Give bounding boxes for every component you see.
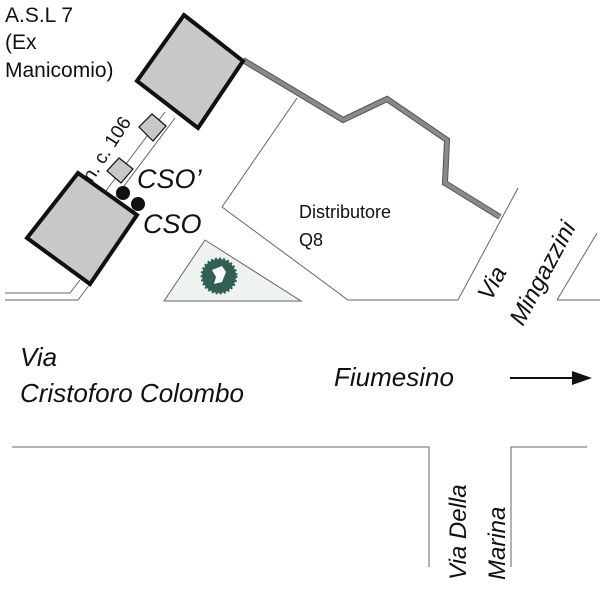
cso-prime-label: CSO’ xyxy=(137,164,203,194)
marker-dot-cso xyxy=(131,197,145,211)
via-della-marina-label-2: Marina xyxy=(484,507,511,580)
asl-label-1: A.S.L 7 xyxy=(5,4,73,27)
building-small-1 xyxy=(138,113,167,142)
building-lower xyxy=(24,170,140,287)
via-della-marina-label-1: Via Della xyxy=(445,484,472,580)
tree-icon xyxy=(200,257,238,295)
cso-label: CSO xyxy=(143,209,202,239)
fiumesino-label: Fiumesino xyxy=(334,362,454,392)
distributore-label: Distributore xyxy=(299,202,391,222)
q8-label: Q8 xyxy=(299,230,323,250)
via-colombo-label-1: Via xyxy=(20,342,57,372)
via-mingazzini-label-1: Via xyxy=(472,262,512,305)
asl-label-3: Manicomio) xyxy=(5,59,114,82)
arrow-right-icon xyxy=(510,371,592,385)
building-asl xyxy=(134,12,246,131)
asl-label-2: (Ex xyxy=(5,31,37,54)
building-small-2 xyxy=(106,157,134,184)
marker-dot-cso-prime xyxy=(116,186,130,200)
via-mingazzini-label-2: Mingazzini xyxy=(504,216,581,329)
via-colombo-label-2: Cristoforo Colombo xyxy=(20,378,244,408)
